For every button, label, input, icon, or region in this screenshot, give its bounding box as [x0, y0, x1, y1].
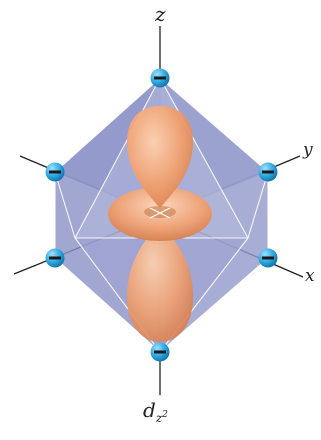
ligands	[45, 68, 278, 362]
ligand-bottom	[150, 342, 170, 362]
ligand-top	[150, 68, 170, 88]
ligand-lower-left	[45, 248, 65, 268]
caption-superscript: 2	[162, 410, 168, 420]
y-axis-label: y	[303, 140, 313, 160]
z-axis-label: z	[155, 2, 166, 26]
caption-subscript: z	[155, 411, 163, 425]
caption-base: d	[143, 398, 156, 422]
orbital-lobe-top	[127, 106, 193, 208]
ligand-upper-left	[45, 162, 65, 182]
dz2-orbital	[108, 106, 212, 342]
ligand-lower-right	[258, 248, 278, 268]
x-axis-label: x	[305, 266, 315, 286]
orbital-lobe-bottom	[126, 222, 194, 342]
ligand-upper-right	[258, 162, 278, 182]
orbital-caption: dz2	[143, 398, 168, 425]
